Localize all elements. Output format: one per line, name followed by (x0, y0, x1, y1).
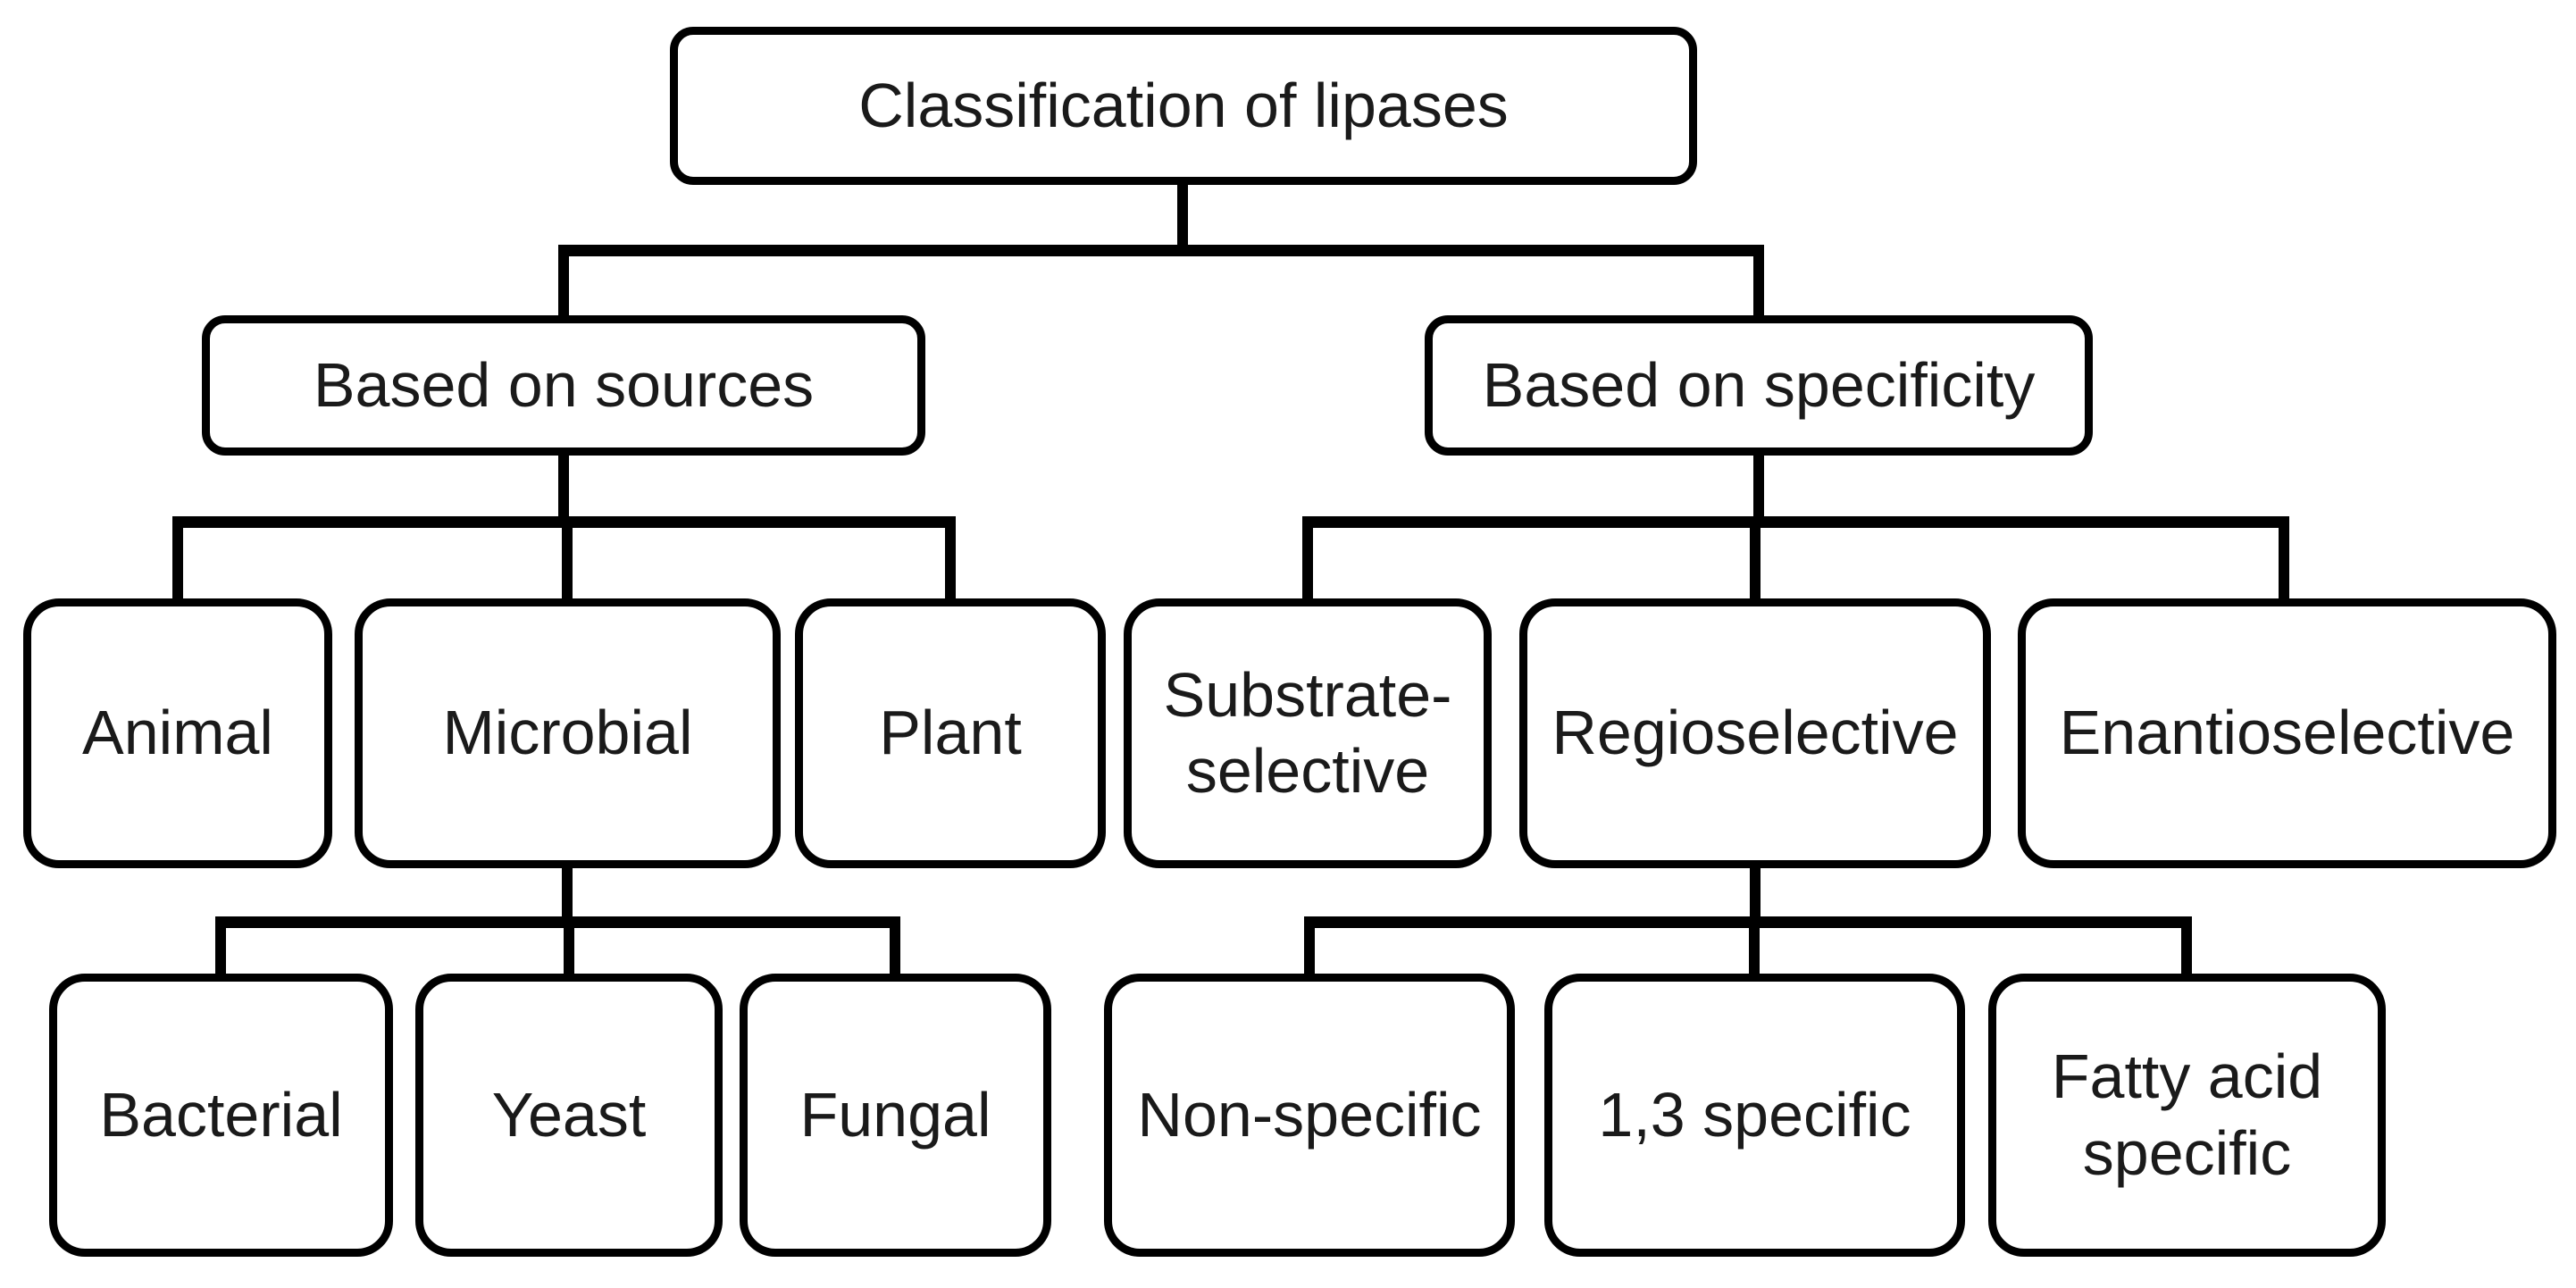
node-enantioselective: Enantioselective (2018, 598, 2556, 868)
connector-drop-based-on-specificity (1753, 250, 1764, 322)
node-1-3-specific: 1,3 specific (1544, 974, 1965, 1257)
connector-drop-fungal (890, 922, 900, 977)
node-label: Based on sources (313, 349, 815, 420)
node-label: Substrate-selective (1163, 659, 1452, 806)
connector-drop-fatty-acid-specific (2181, 922, 2192, 977)
connector-microbial-stem (562, 862, 573, 921)
node-yeast: Yeast (415, 974, 723, 1257)
node-label: Non-specific (1137, 1079, 1482, 1150)
connector-specificity-stem (1753, 451, 1764, 523)
connector-drop-bacterial (215, 922, 226, 977)
node-animal: Animal (23, 598, 332, 868)
node-label: Plant (879, 698, 1022, 768)
connector-level1-horizontal-bar (558, 245, 1764, 256)
connector-root-stem (1177, 179, 1188, 250)
node-plant: Plant (795, 598, 1106, 868)
connector-drop-non-specific (1304, 922, 1315, 977)
connector-drop-animal (172, 523, 183, 603)
node-microbial: Microbial (355, 598, 781, 868)
node-bacterial: Bacterial (49, 974, 393, 1257)
connector-regioselective-horizontal-bar (1304, 916, 2192, 928)
node-label: Bacterial (99, 1079, 343, 1150)
node-non-specific: Non-specific (1104, 974, 1515, 1257)
node-classification-of-lipases: Classification of lipases (670, 27, 1697, 185)
node-substrate-selective: Substrate-selective (1124, 598, 1492, 868)
node-based-on-specificity: Based on specificity (1425, 315, 2093, 456)
node-label: 1,3 specific (1598, 1079, 1911, 1150)
node-label: Classification of lipases (858, 70, 1509, 140)
connector-microbial-horizontal-bar (215, 916, 900, 928)
node-label: Animal (82, 698, 273, 768)
node-label: Yeast (491, 1079, 647, 1150)
node-fungal: Fungal (740, 974, 1051, 1257)
connector-drop-regioselective (1750, 523, 1761, 603)
connector-drop-enantioselective (2279, 523, 2289, 603)
connector-drop-substrate-selective (1302, 523, 1313, 603)
node-label: Regioselective (1551, 698, 1959, 768)
connector-sources-stem (558, 451, 569, 523)
node-label: Enantioselective (2059, 698, 2515, 768)
node-label: Microbial (442, 698, 693, 768)
connector-regioselective-stem (1750, 862, 1761, 921)
connector-drop-yeast (564, 922, 574, 977)
node-regioselective: Regioselective (1519, 598, 1991, 868)
node-fatty-acid-specific: Fatty acid specific (1988, 974, 2386, 1257)
connector-sources-horizontal-bar (172, 516, 956, 528)
node-based-on-sources: Based on sources (202, 315, 925, 456)
connector-drop-microbial (562, 523, 573, 603)
node-label: Fungal (799, 1079, 991, 1150)
connector-drop-1-3-specific (1749, 922, 1760, 977)
connector-drop-based-on-sources (558, 250, 569, 322)
node-label: Based on specificity (1482, 349, 2036, 420)
connector-specificity-horizontal-bar (1302, 516, 2289, 528)
connector-drop-plant (945, 523, 956, 603)
node-label: Fatty acid specific (2051, 1041, 2323, 1188)
